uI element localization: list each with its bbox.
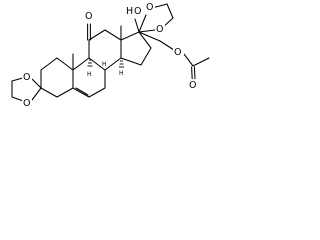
ester-oxygen: O <box>174 47 181 58</box>
bond-lines <box>11 3 210 103</box>
carbonyl-oxygen: O <box>189 80 196 91</box>
hash-bond-c9 <box>87 59 93 67</box>
atom-labels: O H O O O O O O O H H H <box>22 1 199 109</box>
hydroxyl-hydrogen: H <box>126 6 133 17</box>
ring-hydrogen-c14: H <box>119 70 124 77</box>
chemical-structure-diagram: O H O O O O O O O H H H <box>11 1 210 109</box>
ring-hydrogen-c8: H <box>102 61 107 68</box>
hash-bond-c14 <box>119 60 124 68</box>
ring-hydrogen-c9: H <box>87 71 92 78</box>
dioxolane-top-oxygen-2: O <box>156 24 163 35</box>
ketone-oxygen: O <box>85 11 92 22</box>
dioxolane-top-oxygen-1: O <box>146 2 153 13</box>
hydroxyl-oxygen: O <box>134 6 141 17</box>
stereo-bonds <box>87 59 124 68</box>
dioxolane-bottom-oxygen-2: O <box>23 98 30 109</box>
dioxolane-bottom-oxygen-1: O <box>23 72 30 83</box>
